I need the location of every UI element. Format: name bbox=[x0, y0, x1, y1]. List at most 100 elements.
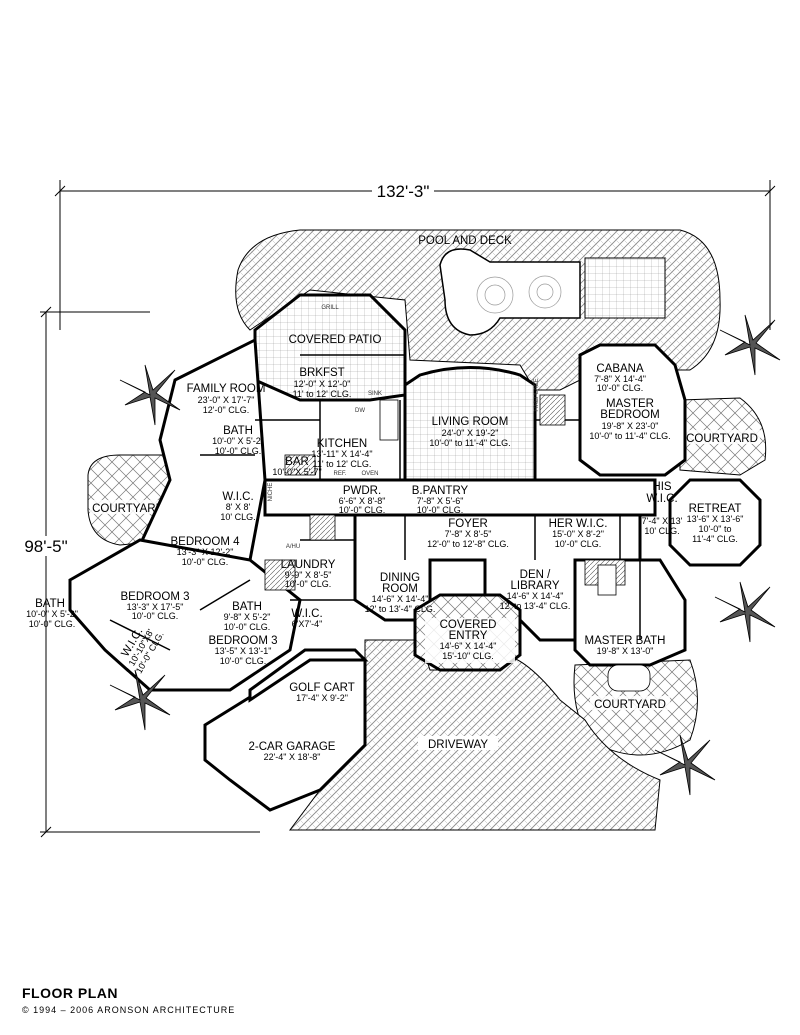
his-wic-label-2: W.I.C. bbox=[646, 493, 677, 505]
brkfst-label: BRKFST bbox=[299, 367, 344, 379]
bath-mid-label: BATH bbox=[232, 601, 262, 613]
bedroom-3b-size: 13'-5" X 13'-1" bbox=[215, 646, 272, 656]
covered-patio-label: COVERED PATIO bbox=[289, 334, 382, 346]
bpantry-size: 7'-8" X 5'-6" bbox=[417, 496, 464, 506]
depth-dimension-label: 98'-5" bbox=[24, 537, 67, 556]
courtyard-left-label: COURTYARD bbox=[92, 503, 164, 515]
his-wic-label: HIS bbox=[652, 481, 672, 493]
exterior-walls bbox=[68, 293, 762, 812]
pool-swirl bbox=[476, 275, 562, 314]
bar-size: 10'-0"X 5'-7" bbox=[272, 467, 321, 477]
master-bedroom-size: 19'-8" X 23'-0" bbox=[602, 421, 659, 431]
master-bedroom-label: MASTER bbox=[606, 398, 654, 410]
courtyard-right-label: COURTYARD bbox=[686, 433, 758, 445]
brkfst-clg: 11' to 12' CLG. bbox=[293, 389, 352, 399]
garage-size: 22'-4" X 18'-8" bbox=[264, 752, 321, 762]
laundry-size: 9'-9" X 8'-5" bbox=[285, 570, 332, 580]
bath-family-label: BATH bbox=[223, 425, 253, 437]
courtyard-bottom-label: COURTYARD bbox=[594, 699, 666, 711]
bedroom-3a-clg: 10'-0" CLG. bbox=[132, 611, 178, 621]
oven-label: OVEN bbox=[361, 471, 378, 477]
laundry-clg: 10'-0" CLG. bbox=[285, 579, 331, 589]
fixtures bbox=[264, 394, 651, 692]
his-wic-clg: 10' CLG. bbox=[644, 526, 679, 536]
family-room-size: 23'-0" X 17'-7" bbox=[198, 395, 255, 405]
golf-cart-label: GOLF CART bbox=[289, 682, 355, 694]
retreat-clg-2: 11'-4" CLG. bbox=[692, 534, 738, 544]
golf-cart-size: 17'-4" X 9'-2" bbox=[296, 693, 348, 703]
wic-2-label: W.I.C. bbox=[291, 608, 322, 620]
pwdr-size: 6'-6" X 8'-8" bbox=[339, 496, 386, 506]
master-bath-size: 19'-8" X 13'-0" bbox=[597, 646, 654, 656]
her-wic-size: 15'-0" X 8'-2" bbox=[552, 529, 604, 539]
laundry-label: LAUNDRY bbox=[281, 559, 336, 571]
cabana-size: 7'-8" X 14'-4" bbox=[594, 374, 646, 384]
bedroom-4-clg: 10'-0" CLG. bbox=[182, 557, 228, 567]
fireplace-label: FIREPLACE bbox=[534, 378, 540, 411]
dw-label: DW bbox=[355, 408, 365, 414]
covered-entry-clg: 15'-10" CLG. bbox=[442, 651, 493, 661]
master-bedroom-clg: 10'-0" to 11'-4" CLG. bbox=[589, 431, 670, 441]
bedroom-3a-size: 13'-3" X 17'-5" bbox=[127, 602, 184, 612]
her-wic-label: HER W.I.C. bbox=[549, 518, 608, 530]
wic-1-clg: 10' CLG. bbox=[220, 512, 255, 522]
bath-left-label: BATH bbox=[35, 598, 65, 610]
wic-2-size: 6'X7'-4" bbox=[292, 619, 323, 629]
pool-deck-label: POOL AND DECK bbox=[418, 235, 512, 247]
dining-room-size: 14'-6" X 14'-4" bbox=[372, 594, 429, 604]
cabana-label: CABANA bbox=[596, 363, 644, 375]
niche-label: NICHE bbox=[268, 483, 274, 502]
foyer-label: FOYER bbox=[448, 518, 488, 530]
cabana-clg: 10'-0" CLG. bbox=[597, 383, 643, 393]
copyright-notice: © 1994 – 2006 ARONSON ARCHITECTURE bbox=[22, 1005, 236, 1015]
kitchen-label: KITCHEN bbox=[317, 438, 367, 450]
his-wic-size: 7'-4" X 13' bbox=[642, 516, 683, 526]
pool bbox=[439, 248, 581, 336]
garage-label: 2-CAR GARAGE bbox=[249, 741, 336, 753]
den-library-size: 14'-6" X 14'-4" bbox=[507, 591, 564, 601]
bedroom-4-label: BEDROOM 4 bbox=[170, 536, 240, 548]
retreat-label: RETREAT bbox=[689, 503, 742, 515]
master-bedroom-label-2: BEDROOM bbox=[600, 409, 659, 421]
wic-1-size: 8' X 8' bbox=[226, 502, 251, 512]
bath-mid-size: 9'-8" X 5'-2" bbox=[224, 612, 271, 622]
pwdr-clg: 10'-0" CLG. bbox=[339, 505, 385, 515]
family-room-clg: 12'-0" CLG. bbox=[203, 405, 249, 415]
grill-label: GRILL bbox=[321, 305, 339, 311]
kitchen-clg: 11' to 12' CLG. bbox=[313, 459, 372, 469]
bath-mid-clg: 10'-0" CLG. bbox=[224, 622, 270, 632]
her-wic-clg: 10'-0" CLG. bbox=[555, 539, 601, 549]
spa-steps bbox=[584, 257, 666, 319]
covered-entry-label: COVERED bbox=[440, 619, 497, 631]
palm-trees bbox=[109, 314, 781, 796]
den-library-clg: 12' to 13'-4" CLG. bbox=[500, 601, 571, 611]
dining-room-label: DINING bbox=[380, 572, 420, 584]
retreat-size: 13'-6" X 13'-6" bbox=[687, 514, 744, 524]
ref-label: REF. bbox=[333, 471, 346, 477]
dining-room-label-2: ROOM bbox=[382, 583, 418, 595]
brkfst-size: 12'-0" X 12'-0" bbox=[294, 379, 351, 389]
ahu-label: A/HU bbox=[286, 544, 300, 550]
covered-entry-size: 14'-6" X 14'-4" bbox=[440, 641, 497, 651]
bath-left-clg: 10'-0" CLG. bbox=[29, 619, 75, 629]
covered-entry-label-2: ENTRY bbox=[449, 630, 488, 642]
living-room-clg: 10'-0" to 11'-4" CLG. bbox=[429, 438, 510, 448]
bpantry-clg: 10'-0" CLG. bbox=[417, 505, 463, 515]
wic-1-label: W.I.C. bbox=[222, 491, 253, 503]
den-library-label: DEN / bbox=[520, 569, 551, 581]
driveway-label: DRIVEWAY bbox=[428, 739, 488, 751]
living-room-label: LIVING ROOM bbox=[432, 416, 509, 428]
plan-title: FLOOR PLAN bbox=[22, 985, 118, 1001]
den-library-label-2: LIBRARY bbox=[510, 580, 559, 592]
foyer-clg: 12'-0" to 12'-8" CLG. bbox=[427, 539, 509, 549]
master-bath-label: MASTER BATH bbox=[585, 635, 666, 647]
bpantry-label: B.PANTRY bbox=[412, 485, 469, 497]
bedroom-4-size: 13'-3" X 12'-2" bbox=[177, 547, 234, 557]
bedroom-3b-label: BEDROOM 3 bbox=[208, 635, 277, 647]
living-room-size: 24'-0" X 19'-2" bbox=[442, 428, 499, 438]
retreat-clg: 10'-0" to bbox=[699, 524, 732, 534]
width-dimension-label: 132'-3" bbox=[377, 182, 430, 201]
foyer-size: 7'-8" X 8'-5" bbox=[445, 529, 492, 539]
bedroom-3b-clg: 10'-0" CLG. bbox=[220, 656, 266, 666]
depth-dimension-line bbox=[40, 306, 260, 838]
